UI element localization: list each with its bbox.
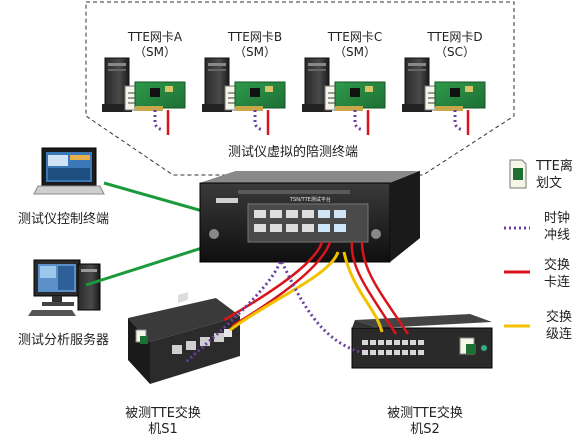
card-name: TTE网卡C	[327, 30, 383, 44]
tester-chassis	[199, 171, 420, 263]
card-mode: （SM）	[134, 45, 176, 59]
card-mode: （SM）	[334, 45, 376, 59]
card-label-b: TTE网卡B （SM）	[220, 30, 290, 60]
legend-item-doc: TTE离 划文	[536, 158, 573, 192]
legend-text: 级连	[546, 327, 573, 342]
control-terminal-label: 测试仪控制终端	[18, 212, 110, 227]
switch-s1-label-line2: 机S1	[148, 422, 178, 437]
card-mode: （SM）	[234, 45, 276, 59]
card-group-c	[302, 57, 386, 112]
legend-text: 交换	[544, 258, 571, 273]
legend-doc-icon	[509, 159, 527, 189]
legend-text: 划文	[536, 176, 563, 191]
card-label-a: TTE网卡A （SM）	[120, 30, 190, 60]
legend-text: 卡连	[544, 275, 571, 290]
card-output-lines	[153, 110, 470, 135]
purple-links	[184, 261, 361, 364]
card-label-c: TTE网卡C （SM）	[320, 30, 390, 60]
switch-s2-label-line2: 机S2	[410, 422, 440, 437]
laptop-icon	[33, 147, 105, 195]
switch-s1-label-line1: 被测TTE交换	[125, 406, 201, 421]
switch-s2-label: 被测TTE交换 机S2	[380, 406, 470, 438]
analysis-server-label: 测试分析服务器	[18, 333, 110, 348]
card-group-a	[102, 57, 186, 112]
switch-s2	[351, 314, 493, 369]
legend-item-clock: 时钟 冲线	[544, 210, 570, 244]
card-group-d	[402, 57, 486, 112]
legend-text: TTE离	[536, 159, 573, 174]
legend-text: 时钟	[544, 211, 571, 226]
card-label-d: TTE网卡D （SC）	[420, 30, 490, 60]
card-name: TTE网卡B	[227, 30, 283, 44]
tester-panel-text: TSN/TTE测试平台	[289, 196, 331, 203]
legend-text: 交换	[546, 310, 573, 325]
card-name: TTE网卡D	[427, 30, 483, 44]
legend-item-cascade: 交换 级连	[546, 309, 572, 343]
legend-item-card: 交换 卡连	[544, 257, 570, 291]
red-links	[223, 241, 410, 335]
legend-text: 冲线	[544, 228, 571, 243]
virtual-terminal-label: 测试仪虚拟的陪测终端	[228, 145, 359, 160]
server-pc-icon	[28, 259, 101, 316]
card-name: TTE网卡A	[127, 30, 183, 44]
switch-s1	[128, 292, 240, 384]
virtual-terminal-frame	[85, 1, 515, 176]
switch-s1-label: 被测TTE交换 机S1	[118, 406, 208, 438]
card-group-b	[202, 57, 286, 112]
card-mode: （SC）	[435, 45, 475, 59]
switch-s2-label-line1: 被测TTE交换	[387, 406, 463, 421]
